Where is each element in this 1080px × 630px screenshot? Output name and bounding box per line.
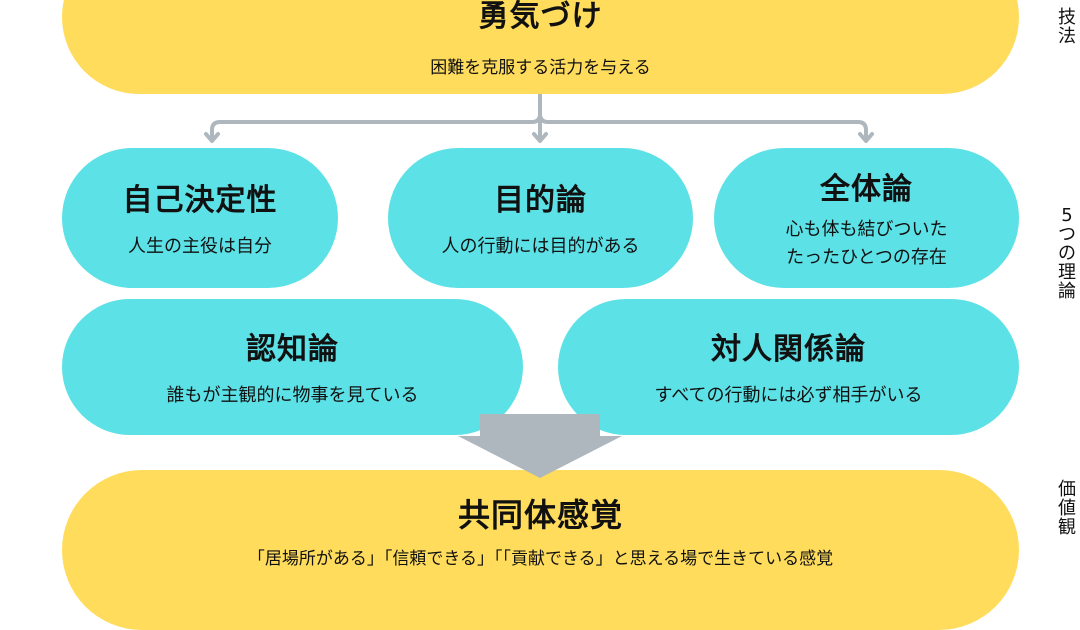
encouragement-box: 勇気づけ 困難を克服する活力を与える [62,0,1019,94]
community-feeling-desc: 「居場所がある」「信頼できる」「「貢献できる」と思える場で生きている感覚 [247,549,834,569]
encouragement-desc: 困難を克服する活力を与える [430,58,651,78]
arrowhead-right [858,132,874,143]
side-label-techniques: 技法 [1058,7,1076,47]
branch-connector [204,92,874,143]
theory-self-determination: 自己決定性 人生の主役は自分 [62,148,338,288]
side-label-values: 価値観 [1058,479,1076,538]
side-label-five-theories: 5つの理論 [1058,205,1076,302]
theory-desc: すべての行動には必ず相手がいる [654,385,923,406]
theory-title: 全体論 [820,172,913,207]
down-arrow-shape [458,414,622,478]
theory-desc: 誰もが主観的に物事を見ている [166,385,419,406]
theory-desc: 人生の主役は自分 [128,236,272,257]
theory-holism: 全体論 心も体も結びついた たったひとつの存在 [714,148,1019,288]
down-arrow [458,414,622,478]
arrowhead-left [204,132,220,143]
theory-cognition: 認知論 誰もが主観的に物事を見ている [62,299,523,435]
theory-interpersonal: 対人関係論 すべての行動には必ず相手がいる [558,299,1019,435]
theory-title: 自己決定性 [122,183,278,218]
arrowhead-middle [532,132,548,143]
theory-teleology: 目的論 人の行動には目的がある [388,148,693,288]
theory-desc-line-1: 心も体も結びついた [785,219,948,240]
community-feeling-title: 共同体感覚 [457,496,623,534]
theory-desc: 人の行動には目的がある [441,236,640,257]
theory-title: 認知論 [246,332,339,367]
theory-desc-line-2: たったひとつの存在 [786,247,947,268]
encouragement-title: 勇気づけ [478,0,603,34]
theory-title: 対人関係論 [711,332,866,367]
theory-title: 目的論 [494,183,587,218]
